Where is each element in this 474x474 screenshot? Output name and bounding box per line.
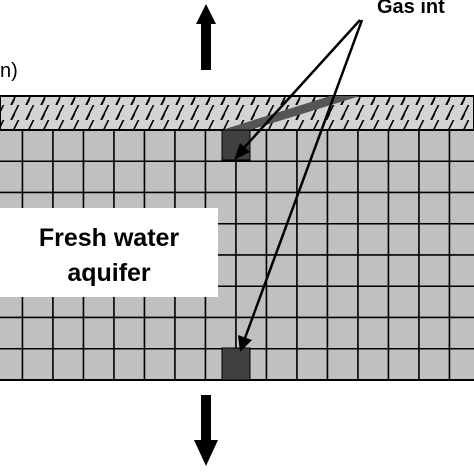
grid-cell: [204, 316, 237, 350]
grid-cell: [265, 285, 298, 319]
grid-cell: [265, 348, 298, 381]
arrow-down-icon: [194, 395, 218, 466]
grid-cell: [418, 348, 451, 381]
grid-cell: [82, 160, 115, 194]
grid-cell: [52, 316, 85, 350]
grid-cell: [387, 160, 420, 194]
grid-cell: [418, 254, 451, 287]
grid-cell: [82, 348, 115, 381]
grid-cell: [448, 254, 474, 287]
grid-cell: [357, 285, 390, 319]
grid-cell: [265, 254, 298, 287]
grid-cell: [448, 129, 474, 162]
grid-cell: [174, 316, 207, 350]
grid-cell: [174, 160, 207, 194]
grid-cell: [357, 160, 390, 194]
grid-cell: [143, 129, 176, 162]
grid-cell: [357, 191, 390, 225]
aquifer-label-line1: Fresh water: [39, 224, 180, 252]
grid-cell: [143, 160, 176, 194]
grid-cell: [357, 348, 390, 381]
grid-cell: [82, 316, 115, 350]
pointer-arrow-lower: [238, 19, 364, 352]
grid-cell: [387, 191, 420, 225]
grid-cell: [357, 129, 390, 162]
gas-cell-lower: [221, 347, 251, 381]
grid-cell: [387, 223, 420, 256]
grid-cell: [326, 223, 359, 256]
grid-cell: [296, 348, 329, 381]
grid-cell: [235, 254, 268, 287]
aquifer-label-box: [0, 208, 218, 297]
grid-cell: [113, 316, 146, 350]
grid-cell: [387, 129, 420, 162]
grid-cell: [0, 160, 24, 194]
grid-cell: [326, 254, 359, 287]
grid-cell: [174, 348, 207, 381]
grid-cell: [265, 316, 298, 350]
grid-cell: [326, 160, 359, 194]
grid-cell: [326, 316, 359, 350]
grid-cell: [296, 223, 329, 256]
grid-cell: [143, 316, 176, 350]
grid-cell: [387, 254, 420, 287]
grid-cell: [448, 191, 474, 225]
grid-cell: [82, 129, 115, 162]
grid-cell: [357, 316, 390, 350]
grid-cell: [235, 191, 268, 225]
grid-cell: [448, 285, 474, 319]
grid-cell: [418, 160, 451, 194]
grid-cell: [113, 160, 146, 194]
grid-cell: [113, 129, 146, 162]
grid-cell: [174, 129, 207, 162]
grid-cell: [448, 160, 474, 194]
grid-cell: [21, 348, 54, 381]
aquifer-label-line2: aquifer: [67, 259, 151, 287]
grid-cell: [326, 191, 359, 225]
grid-cell: [235, 160, 268, 194]
grid-cell: [448, 348, 474, 381]
grid-cell: [387, 316, 420, 350]
grid-cell: [418, 316, 451, 350]
grid-cell: [0, 348, 24, 381]
grid-cell: [265, 160, 298, 194]
grid-cell: [387, 348, 420, 381]
grid-cell: [52, 160, 85, 194]
grid-cell: [357, 223, 390, 256]
grid-cell: [0, 316, 24, 350]
grid-cell: [296, 285, 329, 319]
grid-cell: [52, 129, 85, 162]
grid-cell: [448, 223, 474, 256]
arrow-up-icon: [196, 4, 216, 70]
grid-cell: [204, 160, 237, 194]
gas-strip: [222, 96, 360, 130]
grid-cell: [0, 129, 24, 162]
partial-paren-label: n): [0, 60, 18, 82]
grid-cell: [52, 348, 85, 381]
grid-cell: [326, 129, 359, 162]
grid-cell: [21, 160, 54, 194]
grid-cell: [418, 285, 451, 319]
grid-cell: [235, 223, 268, 256]
grid-cell: [265, 129, 298, 162]
grid-cell: [448, 316, 474, 350]
grid-cell: [418, 129, 451, 162]
grid-cell: [113, 348, 146, 381]
gas-intrusion-label: Gas int: [377, 0, 445, 18]
grid-cell: [418, 223, 451, 256]
grid-cell: [296, 316, 329, 350]
grid-cell: [387, 285, 420, 319]
grid-cell: [326, 348, 359, 381]
grid-cell: [296, 191, 329, 225]
grid-cell: [21, 316, 54, 350]
cap-layer: [0, 95, 474, 131]
grid-cell: [418, 191, 451, 225]
grid-cell: [357, 254, 390, 287]
grid-cell: [296, 254, 329, 287]
pointer-arrow-upper: [234, 19, 361, 160]
grid-cell: [21, 129, 54, 162]
grid-cell: [143, 348, 176, 381]
grid-cell: [326, 285, 359, 319]
